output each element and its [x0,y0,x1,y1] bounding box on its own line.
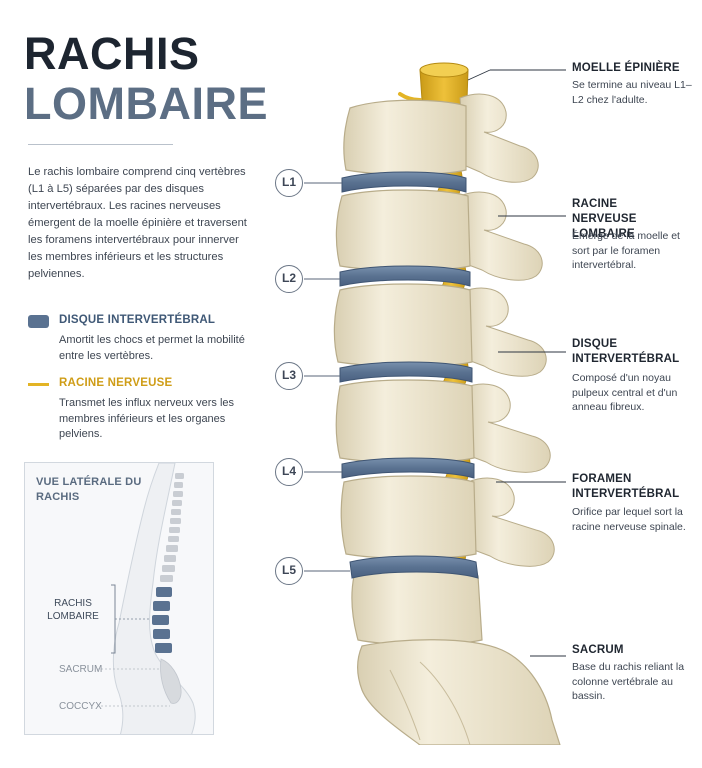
title-divider [28,144,173,145]
disc-legend-desc: Amortit les chocs et permet la mobilité … [59,334,245,362]
intro-text: Le rachis lombaire comprend cinq vertèbr… [28,166,247,280]
inset-sacrum-shape [160,658,182,704]
inset-title: VUE LATÉRALE DU RACHIS [36,476,142,503]
lateral-view-inset: VUE LATÉRALE DU RACHIS RACHIS LOMBAIRE S… [24,462,214,735]
nerve-root-callout-title: RACINE NERVEUSE LOMBAIRE [572,198,637,240]
callout-leader-lines [467,69,566,657]
nerve-root-callout-desc: Émerge de la moelle et sort par le foram… [572,230,680,271]
disc-legend-swatch [28,315,49,328]
level-badge-l4: L4 [275,458,303,486]
intervertebral-discs [339,171,479,579]
spinal-cord-callout-title: MOELLE ÉPINIÈRE [572,62,680,74]
nerve-root-legend-swatch [28,383,49,386]
lumbar-spine-illustration [304,62,566,745]
level-badge-l1: L1 [275,169,303,197]
page-title-line1: RACHIS [24,28,200,79]
level-badge-l5: L5 [275,557,303,585]
level-connector-lines [304,182,350,572]
spinal-cord-callout-desc: Se termine au niveau L1–L2 chez l'adulte… [572,79,692,106]
inset-lumbar-label: RACHIS LOMBAIRE [47,598,99,622]
disc-legend-title: DISQUE INTERVERTÉBRAL [59,314,216,326]
upper-spine-vertebrae [160,473,184,582]
nerve-root-legend-desc: Transmet les influx nerveux vers les mem… [59,397,235,440]
nerve-root-legend-title: RACINE NERVEUSE [59,377,173,389]
inset-coccyx-label: COCCYX [59,701,102,712]
level-badge-l3: L3 [275,362,303,390]
foramen-callout-title: FORAMEN INTERVERTÉBRAL [572,473,680,500]
lateral-body-illustration [97,463,196,734]
sacrum-bone [356,639,561,745]
inset-sacrum-label: SACRUM [59,664,103,675]
page-title-line2: LOMBAIRE [24,78,268,129]
sacrum-callout-title: SACRUM [572,644,624,656]
foramen-callout-desc: Orifice par lequel sort la racine nerveu… [572,506,686,533]
disc-callout-desc: Composé d'un noyau pulpeux central et d'… [572,372,678,413]
sacrum-callout-desc: Base du rachis reliant la colonne vertéb… [572,661,685,702]
lumbar-vertebrae-highlight [152,587,172,653]
posterior-processes [459,93,555,567]
level-badge-l2: L2 [275,265,303,293]
disc-callout-title: DISQUE INTERVERTÉBRAL [572,338,680,365]
